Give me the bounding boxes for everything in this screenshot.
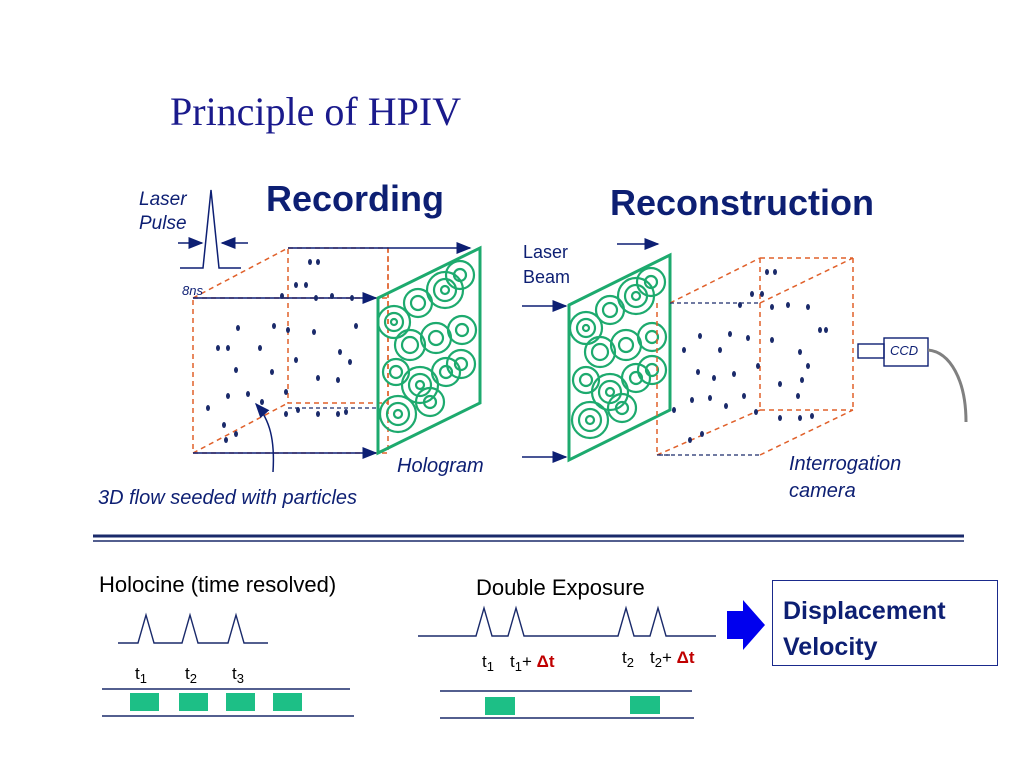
recording-volume bbox=[192, 247, 389, 454]
hologram-label: Hologram bbox=[397, 455, 484, 477]
time-label-de-t1-delta: t1+ Δt bbox=[510, 652, 555, 674]
double-exposure-label: Double Exposure bbox=[476, 575, 645, 600]
laser-pulse-icon bbox=[178, 189, 248, 269]
time-label-t1: t1 bbox=[135, 664, 147, 686]
flow-label: 3D flow seeded with particles bbox=[98, 487, 358, 509]
laser-beam-label: Laser Beam bbox=[523, 242, 571, 287]
result-line-displacement: Displacement bbox=[783, 597, 946, 625]
result-line-velocity: Velocity bbox=[783, 633, 878, 661]
hologram-recording bbox=[376, 245, 482, 456]
pulse-duration-label: 8ns bbox=[182, 283, 203, 298]
holocine-label: Holocine (time resolved) bbox=[99, 572, 337, 597]
ccd-label: CCD bbox=[890, 343, 919, 358]
double-exposure-frames bbox=[485, 696, 660, 715]
holocine-frames bbox=[130, 693, 302, 711]
time-label-t2: t2 bbox=[185, 664, 197, 686]
hologram-reconstruction bbox=[567, 252, 672, 463]
holocine-pulse-train bbox=[102, 612, 354, 717]
result-arrow-icon bbox=[727, 600, 765, 650]
reconstruction-volume bbox=[656, 257, 854, 456]
section-divider bbox=[93, 534, 964, 542]
time-label-de-t1: t1 bbox=[482, 652, 494, 674]
double-exposure-pulse-train bbox=[418, 605, 716, 719]
camera-label: Interrogation camera bbox=[789, 453, 902, 502]
result-box: Displacement Velocity bbox=[772, 580, 998, 666]
recording-particles bbox=[206, 259, 358, 443]
laser-pulse-label: Laser Pulse bbox=[139, 189, 187, 234]
ccd-camera-icon bbox=[857, 337, 968, 423]
page-title: Principle of HPIV bbox=[170, 89, 462, 134]
reconstruction-particles bbox=[672, 269, 828, 443]
reconstruction-heading: Reconstruction bbox=[610, 182, 875, 223]
time-label-t3: t3 bbox=[232, 664, 244, 686]
time-label-de-t2-delta: t2+ Δt bbox=[650, 648, 695, 670]
recording-heading: Recording bbox=[266, 178, 445, 219]
time-label-de-t2: t2 bbox=[622, 648, 634, 670]
